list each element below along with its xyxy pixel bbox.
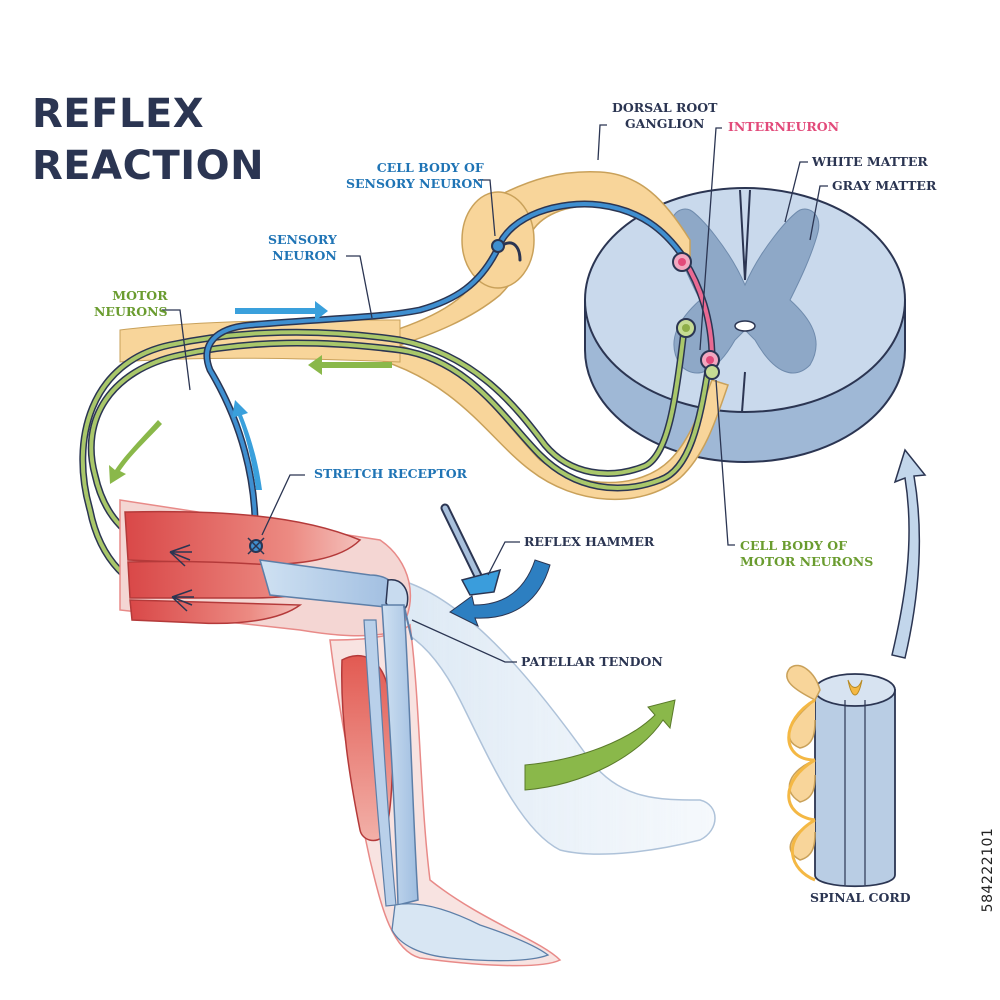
stretch-receptor-marker <box>247 537 265 555</box>
leg-illustration <box>119 499 716 967</box>
reflex-hammer-shape <box>440 503 551 628</box>
arrow-motor-left <box>308 355 392 375</box>
kick-arrow <box>524 699 676 791</box>
arrow-sensory-right <box>235 301 328 321</box>
hammer-swing-arrow <box>449 559 551 628</box>
leader-lines <box>162 124 828 663</box>
label-motor-neurons: MOTOR NEURONS <box>94 288 168 319</box>
spinal-cord-cross-section <box>584 187 906 463</box>
arrow-motor-down <box>109 420 162 484</box>
spinal-cord-3d <box>786 664 896 888</box>
quadriceps-muscle <box>124 510 362 566</box>
label-gray-matter: GRAY MATTER <box>832 178 937 193</box>
motor-endplates <box>169 544 194 612</box>
stock-id: 584222101 <box>980 827 996 913</box>
foot-bones <box>391 903 550 962</box>
tibia-bone <box>381 604 419 906</box>
cell-bodies <box>491 239 720 380</box>
label-cell-body-sensory: CELL BODY OF SENSORY NEURON <box>346 160 484 191</box>
label-sensory-neuron: SENSORY NEURON <box>268 232 337 263</box>
label-reflex-hammer: REFLEX HAMMER <box>524 534 655 549</box>
arrow-sensory-up <box>232 400 262 490</box>
label-patellar-tendon: PATELLAR TENDON <box>521 654 663 669</box>
label-stretch-receptor: STRETCH RECEPTOR <box>314 466 468 481</box>
label-interneuron: INTERNEURON <box>728 119 840 134</box>
label-spinal-cord: SPINAL CORD <box>810 890 911 905</box>
direction-arrows <box>109 301 392 490</box>
kicked-leg-ghost <box>399 579 716 855</box>
label-dorsal-root-ganglion: DORSAL ROOT GANGLION <box>612 100 718 131</box>
zoom-arrow <box>891 448 927 659</box>
label-white-matter: WHITE MATTER <box>812 154 928 169</box>
label-cell-body-motor: CELL BODY OF MOTOR NEURONS <box>740 538 874 569</box>
page-title: REFLEX REACTION <box>32 91 265 189</box>
